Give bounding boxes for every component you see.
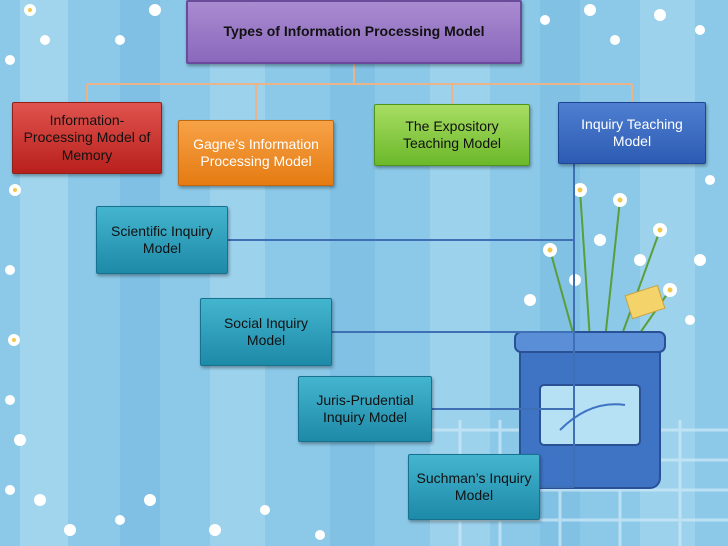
inquiry-node-juris-prudential: Juris-Prudential Inquiry Model: [298, 376, 432, 442]
flower-decorations: [5, 4, 715, 540]
inquiry-node-scientific: Scientific Inquiry Model: [96, 206, 228, 274]
model-node-inquiry: Inquiry Teaching Model: [558, 102, 706, 164]
root-label: Types of Information Processing Model: [223, 23, 485, 40]
model-label: Inquiry Teaching Model: [581, 115, 683, 150]
flower-pot-illustration: [514, 189, 671, 489]
model-label: Information-Processing Model of Memory: [23, 111, 151, 163]
inquiry-node-suchman: Suchman’s Inquiry Model: [408, 454, 540, 520]
inquiry-label: Scientific Inquiry Model: [111, 222, 213, 257]
model-node-memory: Information-Processing Model of Memory: [12, 102, 162, 174]
inquiry-label: Juris-Prudential Inquiry Model: [316, 391, 414, 426]
inquiry-label: Suchman’s Inquiry Model: [416, 469, 532, 504]
model-label: The Expository Teaching Model: [402, 117, 502, 152]
model-node-gagne: Gagne’s Information Processing Model: [178, 120, 334, 186]
inquiry-node-social: Social Inquiry Model: [200, 298, 332, 366]
connector-lines: [86, 64, 633, 120]
model-node-expository: The Expository Teaching Model: [374, 104, 530, 166]
model-label: Gagne’s Information Processing Model: [193, 135, 319, 170]
root-node: Types of Information Processing Model: [186, 0, 522, 64]
inquiry-label: Social Inquiry Model: [223, 314, 309, 349]
inquiry-connector-lines: [228, 164, 575, 488]
